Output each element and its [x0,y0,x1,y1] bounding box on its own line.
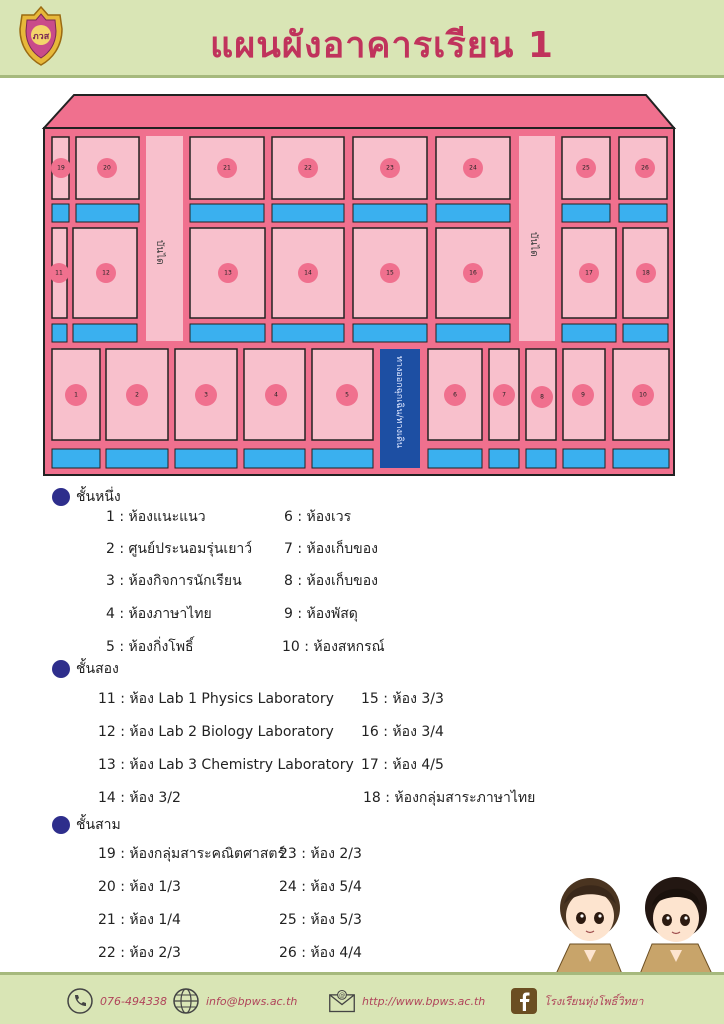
floor-3-item: 20 : ห้อง 1/3 [98,879,181,895]
page-header: ภวส แผนผังอาคารเรียน 1 [0,0,724,78]
room-number: 4 [274,392,278,399]
floor-2-item: 11 : ห้อง Lab 1 Physics Laboratory [98,691,334,707]
floor-2-item: 16 : ห้อง 3/4 [361,724,444,740]
floor-1-item: 4 : ห้องภาษาไทย [106,606,212,622]
room-number: 14 [304,270,312,277]
floor-3-item: 21 : ห้อง 1/4 [98,912,181,928]
room-number: 22 [304,165,312,172]
floor-3-item: 22 : ห้อง 2/3 [98,945,181,961]
footer-phone-text: 076-494338 [100,994,167,1008]
floor-1-label: ชั้นหนึ่ง [76,489,121,505]
room-number: 26 [641,165,649,172]
globe-icon [173,988,199,1014]
floor-2-item: 14 : ห้อง 3/2 [98,790,181,806]
phone-icon [67,988,93,1014]
floor-1-item: 7 : ห้องเก็บของ [284,541,378,557]
room-number: 6 [453,392,457,399]
room-number: 1 [74,392,78,399]
floor-3-item: 23 : ห้อง 2/3 [279,846,362,862]
floor-3-item: 24 : ห้อง 5/4 [279,879,362,895]
building-roof [41,94,677,129]
room-25 [561,136,611,200]
stair-right: บันได [519,136,555,341]
footer-website: @ http://www.bpws.ac.th [328,987,485,1015]
stair-label: บันได [154,240,166,265]
room-number: 13 [224,270,232,277]
room-number: 5 [345,392,349,399]
room-number: 3 [204,392,208,399]
floor-1-item: 3 : ห้องกิจการนักเรียน [106,573,242,589]
floor-2-item: 18 : ห้องกลุ่มสาระภาษาไทย [363,790,536,806]
footer-email-text[interactable]: info@bpws.ac.th [206,994,298,1008]
room-number: 25 [582,165,590,172]
bullet-icon [52,488,70,506]
mascot-boy [555,878,623,974]
footer-facebook: โรงเรียนทุ่งโพธิ์วิทยา [510,987,643,1015]
room-number: 19 [57,165,65,172]
floor-1-item: 8 : ห้องเก็บของ [284,573,378,589]
footer-phone: 076-494338 [66,987,167,1015]
floor-1-item: 9 : ห้องพัสดุ [284,606,358,622]
room-number: 8 [540,394,544,401]
room-number: 7 [502,392,506,399]
room-number: 16 [469,270,477,277]
floor-2-item: 13 : ห้อง Lab 3 Chemistry Laboratory [98,757,354,773]
central-hall: ทางออกฉุกเฉิน/ทางเดิน [380,349,420,468]
floor-3-item: 19 : ห้องกลุ่มสาระคณิตศาสตร์ [98,846,285,862]
room-number: 17 [585,270,593,277]
page-footer: 076-494338 info@bpws.ac.th @ http://www.… [0,972,724,1024]
floor-2-label: ชั้นสอง [76,661,119,677]
floor-1-item: 1 : ห้องแนะแนว [106,509,206,525]
footer-facebook-text[interactable]: โรงเรียนทุ่งโพธิ์วิทยา [544,995,644,1008]
room-12 [72,227,138,319]
floor-1-heading: ชั้นหนึ่ง [52,486,121,508]
footer-website-text[interactable]: http://www.bpws.ac.th [362,994,486,1008]
bullet-icon [52,660,70,678]
room-number: 20 [103,165,111,172]
room-number: 9 [581,392,585,399]
page-title: แผนผังอาคารเรียน 1 [210,25,554,66]
floor-3-label: ชั้นสาม [76,817,121,833]
mail-icon: @ [329,989,355,1013]
room-number: 18 [642,270,650,277]
svg-text:@: @ [339,991,345,999]
room-badges: 19 20 21 22 23 24 25 26 11 12 13 14 15 1… [49,158,656,408]
stair-left: บันได [146,136,183,341]
hall-label: ทางออกฉุกเฉิน/ทางเดิน [394,356,405,448]
bullet-icon [52,816,70,834]
logo-text: ภวส [33,32,50,42]
floor-3-heading: ชั้นสาม [52,814,121,836]
stair-label: บันได [528,232,540,257]
room-number: 23 [386,165,394,172]
room-number: 2 [135,392,139,399]
footer-email: info@bpws.ac.th [172,987,297,1015]
floor-1-item: 2 : ศูนย์ประนอมรุ่นเยาว์ [106,541,253,557]
floor-2-heading: ชั้นสอง [52,658,119,680]
room-number: 24 [469,165,477,172]
room-number: 21 [223,165,231,172]
floor-2-item: 17 : ห้อง 4/5 [361,757,444,773]
room-number: 11 [55,270,63,277]
mascot-girl [639,877,713,974]
floor-1-item: 5 : ห้องกิ่งโพธิ์ [106,639,194,655]
floor-2-item: 12 : ห้อง Lab 2 Biology Laboratory [98,724,334,740]
school-logo: ภวส [19,5,63,66]
facebook-icon [511,988,537,1014]
room-number: 15 [386,270,394,277]
room-number: 10 [639,392,647,399]
mascot-illustration [555,877,713,974]
floor-1-item: 6 : ห้องเวร [284,509,352,525]
floor-3-item: 25 : ห้อง 5/3 [279,912,362,928]
floor-1-item: 10 : ห้องสหกรณ์ [282,639,385,655]
building-floor-plan: บันได บันได ทางออกฉุกเฉิน/ทางเดิน [41,94,677,476]
floor-3-item: 26 : ห้อง 4/4 [279,945,362,961]
room-number: 12 [102,270,110,277]
floor-2-item: 15 : ห้อง 3/3 [361,691,444,707]
windows [51,203,670,469]
